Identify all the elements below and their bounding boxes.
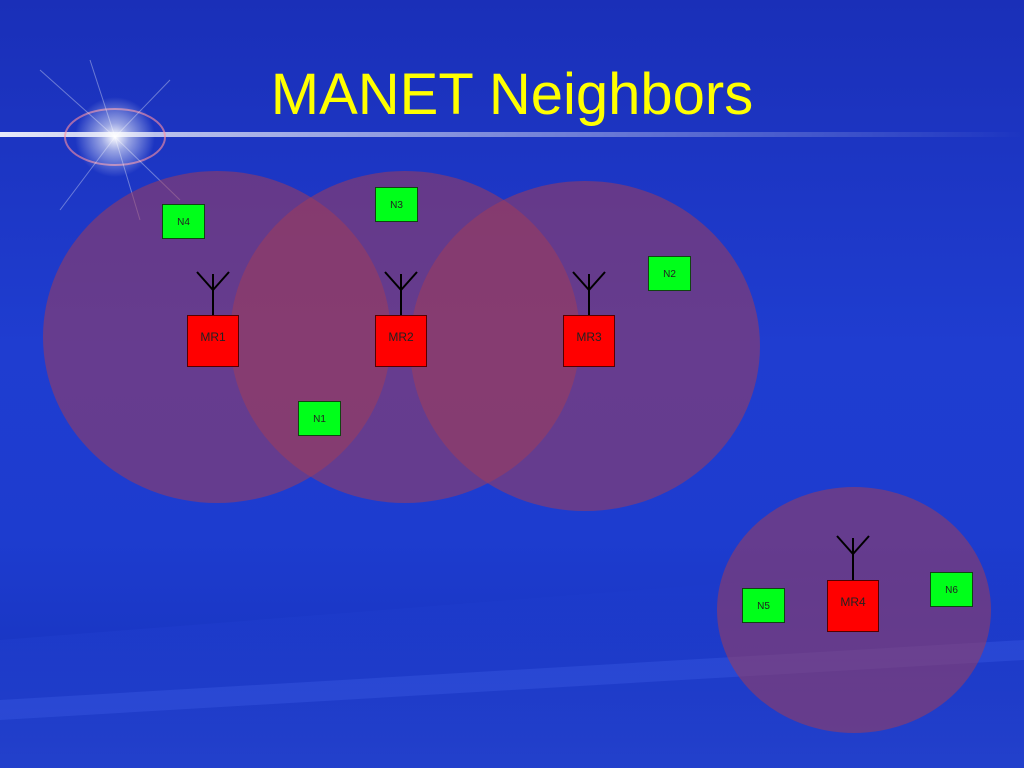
router-mr4: MR4 bbox=[827, 580, 879, 632]
antenna-mr1-icon bbox=[196, 271, 230, 316]
node-n2: N2 bbox=[648, 256, 691, 291]
antenna-mr3-icon bbox=[572, 271, 606, 316]
router-mr1: MR1 bbox=[187, 315, 239, 367]
node-n4: N4 bbox=[162, 204, 205, 239]
node-n1: N1 bbox=[298, 401, 341, 436]
slide-title: MANET Neighbors bbox=[270, 62, 754, 127]
node-n3: N3 bbox=[375, 187, 418, 222]
antenna-mr4-icon bbox=[836, 535, 870, 580]
router-mr3: MR3 bbox=[563, 315, 615, 367]
node-n6: N6 bbox=[930, 572, 973, 607]
router-mr2: MR2 bbox=[375, 315, 427, 367]
antenna-mr2-icon bbox=[384, 271, 418, 316]
node-n5: N5 bbox=[742, 588, 785, 623]
